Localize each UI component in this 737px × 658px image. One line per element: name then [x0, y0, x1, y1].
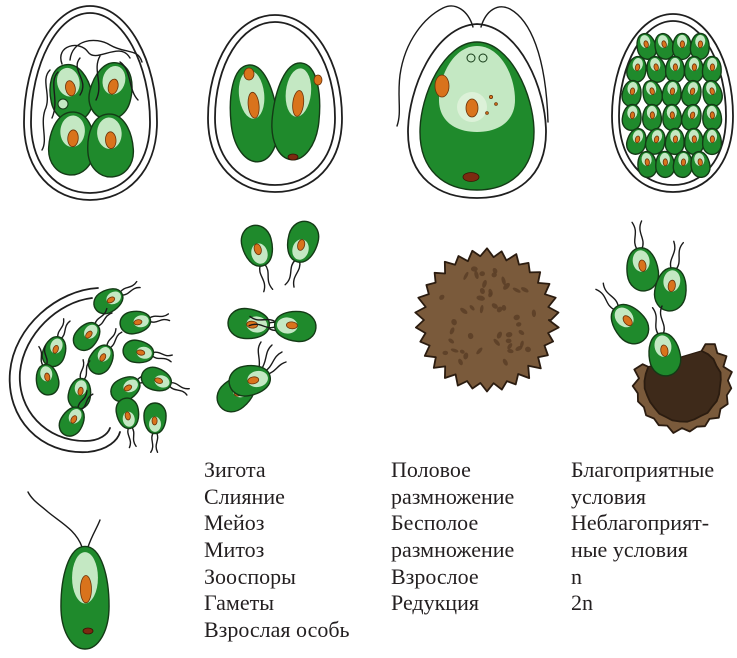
labels-column-1: Зигота Слияние Мейоз Митоз Зооспоры Гаме… — [204, 457, 350, 644]
gamete-cell — [666, 56, 685, 82]
label-zygote: Зигота — [204, 457, 350, 484]
zoospore-cell — [118, 306, 170, 336]
label-adult: Взрослое — [391, 564, 514, 591]
granule — [495, 103, 498, 106]
free-swimming-cells — [31, 274, 193, 452]
label-conditions-1: условия — [571, 484, 714, 511]
label-conditions-2: ные условия — [571, 537, 714, 564]
gamete-cell — [276, 218, 322, 290]
label-asexual: Бесполое — [391, 510, 514, 537]
gamete-cell — [684, 56, 703, 82]
pyrenoid — [83, 628, 93, 634]
labels-column-2: Половое размножение Бесполое размножение… — [391, 457, 514, 617]
emerging-cell — [620, 220, 661, 293]
label-zoospores: Зооспоры — [204, 564, 350, 591]
label-reproduction-1: размножение — [391, 484, 514, 511]
granule — [489, 95, 492, 98]
pyrenoid — [288, 154, 298, 160]
released-cells — [10, 274, 192, 452]
gamete-cell — [672, 33, 691, 59]
sporangium-four-cells — [24, 6, 157, 200]
label-reduction: Редукция — [391, 590, 514, 617]
broken-zygote-shell — [633, 344, 732, 433]
gamete-cell — [655, 151, 675, 178]
eyespot — [314, 75, 322, 85]
label-haploid: n — [571, 564, 714, 591]
label-fusion: Слияние — [204, 484, 350, 511]
germinating-zygote — [587, 220, 732, 433]
zoospore-cell — [144, 403, 166, 452]
label-diploid: 2n — [571, 590, 714, 617]
zygote-speckle — [506, 339, 512, 344]
eyespot — [244, 68, 254, 80]
gametangium-many-cells — [612, 14, 733, 192]
label-mitosis: Митоз — [204, 537, 350, 564]
flagellum-long — [28, 492, 82, 547]
zoospore-cell — [114, 396, 144, 448]
gamete-cell — [642, 104, 661, 130]
granule — [486, 112, 489, 115]
label-sexual: Половое — [391, 457, 514, 484]
gamete-fusion — [211, 218, 323, 418]
labels-column-3: Благоприятные условия Неблагоприят- ные … — [571, 457, 714, 617]
eyespot — [435, 75, 449, 97]
single-zoospore — [28, 492, 109, 649]
zoospore-cell — [121, 338, 173, 368]
label-unfavorable: Неблагоприят- — [571, 510, 714, 537]
dividing-cell-two — [208, 15, 342, 192]
young-zygote — [211, 342, 286, 418]
vacuole — [58, 99, 68, 109]
label-adult-individual: Взрослая особь — [204, 617, 350, 644]
gamete-cell — [238, 222, 284, 294]
adult-cell — [397, 6, 548, 198]
nucleus — [466, 99, 478, 117]
contractile-vacuole — [467, 54, 475, 62]
gamete-cell — [684, 128, 704, 155]
label-favorable: Благоприятные — [571, 457, 714, 484]
label-reproduction-2: размножение — [391, 537, 514, 564]
zoospore-cell — [138, 364, 192, 402]
label-gametes: Гаметы — [204, 590, 350, 617]
label-meiosis: Мейоз — [204, 510, 350, 537]
resting-zygote — [415, 248, 558, 391]
pyrenoid — [463, 173, 479, 182]
gamete-cell — [703, 128, 722, 154]
zoospore-cell — [39, 316, 77, 370]
zygote-wall — [415, 248, 558, 391]
flagellum-short — [88, 520, 100, 547]
contractile-vacuole — [479, 54, 487, 62]
